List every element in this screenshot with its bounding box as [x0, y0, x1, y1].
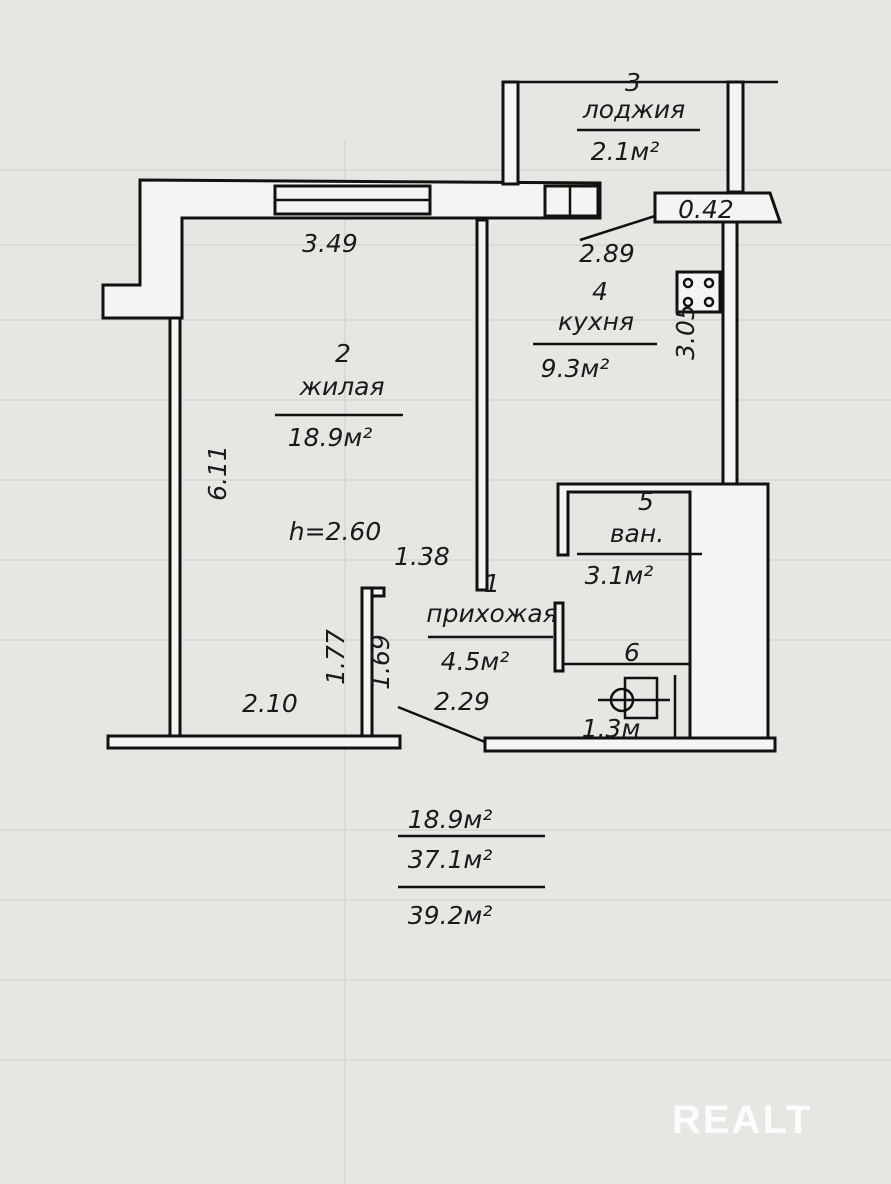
svg-text:37.1м²: 37.1м²: [408, 845, 493, 874]
svg-text:ван.: ван.: [610, 519, 664, 548]
svg-text:1: 1: [484, 569, 500, 598]
room-kitchen: 4 кухня 9.3м²: [533, 277, 657, 383]
stove-icon: [675, 270, 722, 314]
dimensions: 3.49 6.11 2.10 1.38 1.77 1.69 2.29 2.89 …: [203, 195, 734, 718]
room-loggia: 3 лоджия 2.1м²: [577, 68, 700, 166]
walls: [101, 80, 783, 753]
svg-text:6: 6: [624, 638, 640, 667]
svg-text:жилая: жилая: [298, 372, 384, 401]
svg-text:1.3м: 1.3м: [582, 714, 641, 743]
svg-text:3.05: 3.05: [671, 304, 700, 360]
svg-text:9.3м²: 9.3м²: [541, 354, 610, 383]
svg-text:18.9м²: 18.9м²: [408, 805, 493, 834]
svg-text:h=2.60: h=2.60: [289, 517, 381, 546]
svg-text:2.10: 2.10: [242, 689, 298, 718]
svg-text:лоджия: лоджия: [582, 95, 685, 124]
svg-text:1.77: 1.77: [321, 629, 350, 685]
room-toilet: 6 1.3м: [582, 638, 641, 743]
svg-text:6.11: 6.11: [203, 445, 232, 501]
toilet-icon: [598, 676, 670, 720]
svg-text:4.5м²: 4.5м²: [441, 647, 510, 676]
svg-text:2: 2: [335, 339, 351, 368]
svg-text:1.69: 1.69: [366, 634, 395, 690]
svg-text:3: 3: [625, 68, 641, 97]
realt-watermark: REALT: [672, 1098, 812, 1142]
svg-text:4: 4: [592, 277, 608, 306]
svg-text:3.49: 3.49: [302, 229, 358, 258]
svg-text:2.29: 2.29: [434, 687, 490, 716]
svg-text:прихожая: прихожая: [426, 599, 557, 628]
svg-text:39.2м²: 39.2м²: [408, 901, 493, 930]
svg-text:3.1м²: 3.1м²: [585, 561, 654, 590]
room-living: 2 жилая 18.9м² h=2.60: [275, 339, 403, 546]
svg-text:0.42: 0.42: [678, 195, 734, 224]
svg-text:кухня: кухня: [558, 307, 634, 336]
room-hallway: 1 прихожая 4.5м²: [426, 569, 557, 676]
svg-text:1.38: 1.38: [394, 542, 450, 571]
svg-text:18.9м²: 18.9м²: [288, 423, 373, 452]
area-totals: 18.9м² 37.1м² 39.2м²: [398, 805, 545, 930]
svg-text:5: 5: [638, 487, 654, 516]
svg-text:2.89: 2.89: [579, 239, 635, 268]
room-bathroom: 5 ван. 3.1м²: [577, 487, 702, 590]
svg-text:2.1м²: 2.1м²: [591, 137, 660, 166]
